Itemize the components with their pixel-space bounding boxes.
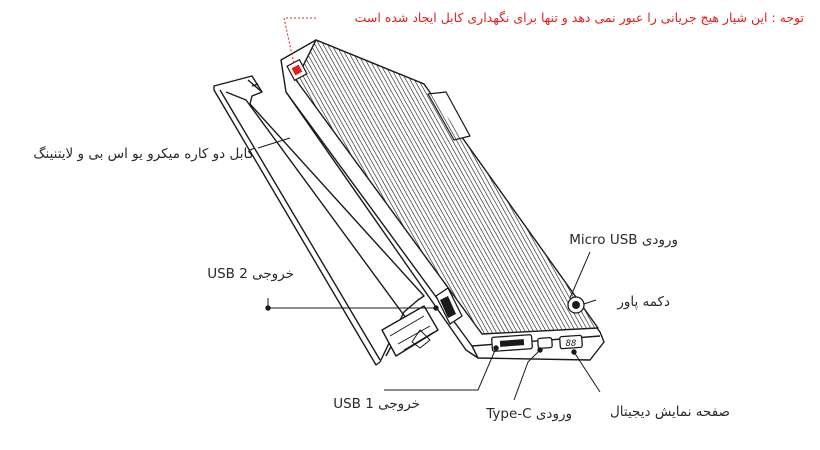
usb2-output-label: USB 2 خروجی (207, 266, 294, 282)
micro-usb-input-label: Micro USB ورودی (569, 232, 678, 248)
usb1-output-label: USB 1 خروجی (333, 396, 420, 412)
stripe-line (356, 40, 542, 334)
stripe-line (382, 40, 567, 334)
stripe-line (335, 40, 521, 334)
power-button-label: دکمه پاور (617, 294, 670, 310)
stripe-line (373, 40, 559, 334)
stripe-line (310, 40, 496, 334)
stripe-line (314, 40, 500, 334)
cable-label: کابل دو کاره میکرو یو اس بی و لایتنینگ (33, 146, 254, 162)
typec-input-label: Type-C ورودی (486, 406, 572, 422)
stripe-line (365, 40, 550, 334)
stripe-line (390, 40, 576, 334)
stripe-line (340, 40, 525, 334)
stripe-line (361, 40, 546, 334)
stripe-line (348, 40, 534, 334)
note-text: توجه : این شیار هیج جریانی را عبور نمی د… (354, 10, 804, 25)
stripe-line (331, 40, 517, 334)
stripe-line (377, 40, 563, 334)
note-leader (283, 17, 316, 65)
cable-arm (213, 75, 439, 366)
power-bank-body (280, 39, 605, 361)
stripe-line (386, 40, 571, 334)
stripe-line (369, 40, 555, 334)
cable-groove (286, 58, 308, 82)
power-button (567, 296, 585, 314)
leader-lines (257, 137, 601, 401)
front-ports (491, 334, 583, 352)
stripe-line (323, 40, 508, 334)
stripe-line (327, 40, 513, 334)
display-readout: 88 (566, 339, 577, 349)
usb2-port (435, 287, 463, 325)
stripe-line (344, 40, 529, 334)
digital-display-label: صفحه نمایش دیجیتال (609, 404, 730, 420)
stripe-line (319, 40, 504, 334)
stripe-line (352, 40, 538, 334)
